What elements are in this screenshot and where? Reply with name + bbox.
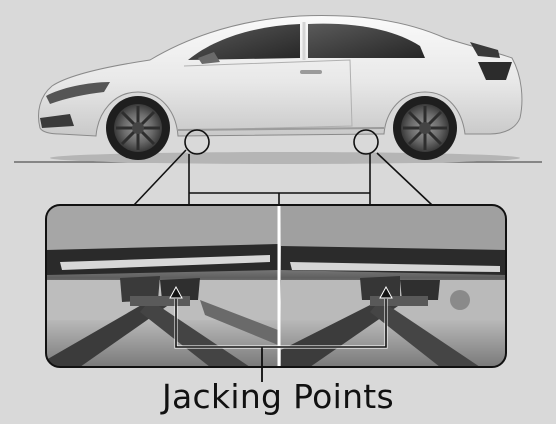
rear-jack-marker [353,129,379,155]
jacking-points-label: Jacking Points [161,377,395,416]
front-jack-marker [184,129,210,155]
car-illustration [38,15,523,164]
detail-panel-frame [45,204,507,368]
front-jack-photo [46,205,278,367]
detail-photo-panel [46,205,506,367]
rear-jack-photo [281,205,506,367]
arrow-heads [169,285,393,299]
